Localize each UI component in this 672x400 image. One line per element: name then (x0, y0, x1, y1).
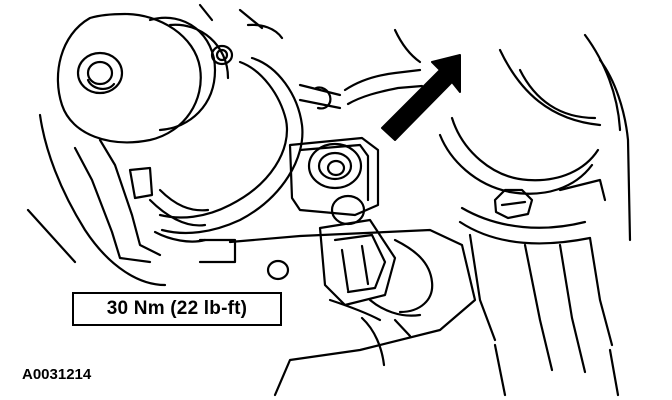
clamp-bolt-icon (493, 188, 534, 220)
torque-specification-label: 30 Nm (22 lb-ft) (72, 292, 282, 326)
bracket-arm (73, 138, 237, 264)
figure-number: A0031214 (22, 366, 92, 383)
hose-lines (158, 28, 424, 235)
hose-clamp (438, 33, 632, 397)
mounting-bracket (228, 136, 477, 397)
torque-value: 30 Nm (22 lb-ft) (106, 298, 248, 319)
sensor-connector (318, 194, 434, 317)
arrow-icon (381, 54, 461, 141)
frame-edge (26, 113, 167, 287)
bolt-icon (307, 142, 363, 190)
pulley-assembly (56, 3, 284, 144)
